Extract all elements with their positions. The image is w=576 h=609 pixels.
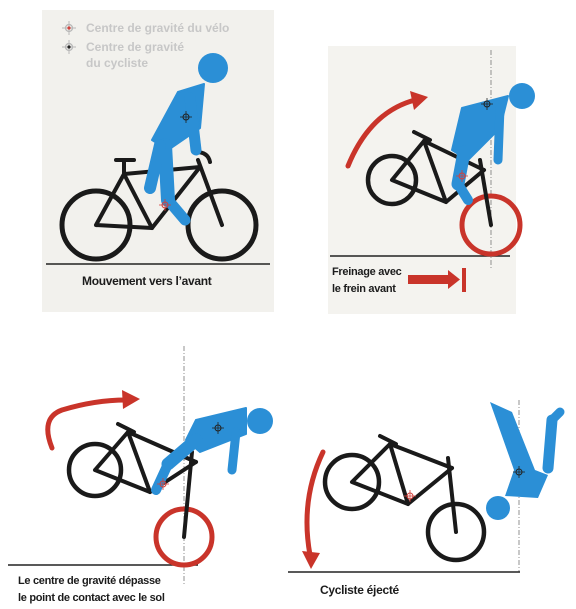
caption-braking-line2: le frein avant	[332, 283, 396, 295]
panel3-drawing	[8, 346, 273, 585]
panel2-drawing	[330, 50, 535, 292]
legend-bike-cog: Centre de gravité du vélo	[86, 20, 229, 36]
panel4-drawing	[288, 400, 560, 572]
legend-cyclist-cog-line2: du cycliste	[86, 55, 148, 71]
panel1-drawing	[46, 21, 270, 264]
caption-braking-line1: Freinage avec	[332, 266, 401, 278]
fall-arrow	[307, 452, 323, 555]
caption-forward-motion: Mouvement vers l’avant	[82, 274, 211, 288]
legend-cyclist-cog-line1: Centre de gravité	[86, 39, 184, 55]
caption-cog-line2: le point de contact avec le sol	[18, 592, 165, 604]
rotation-arrow-2	[48, 400, 126, 448]
cyclist-figure	[150, 53, 228, 220]
caption-cyclist-ejected: Cycliste éjecté	[320, 583, 399, 597]
bike-cog-marker	[62, 21, 76, 35]
cyclist-cog-marker	[62, 40, 76, 54]
caption-cog-line1: Le centre de gravité dépasse	[18, 575, 161, 587]
braking-arrow	[408, 268, 466, 292]
